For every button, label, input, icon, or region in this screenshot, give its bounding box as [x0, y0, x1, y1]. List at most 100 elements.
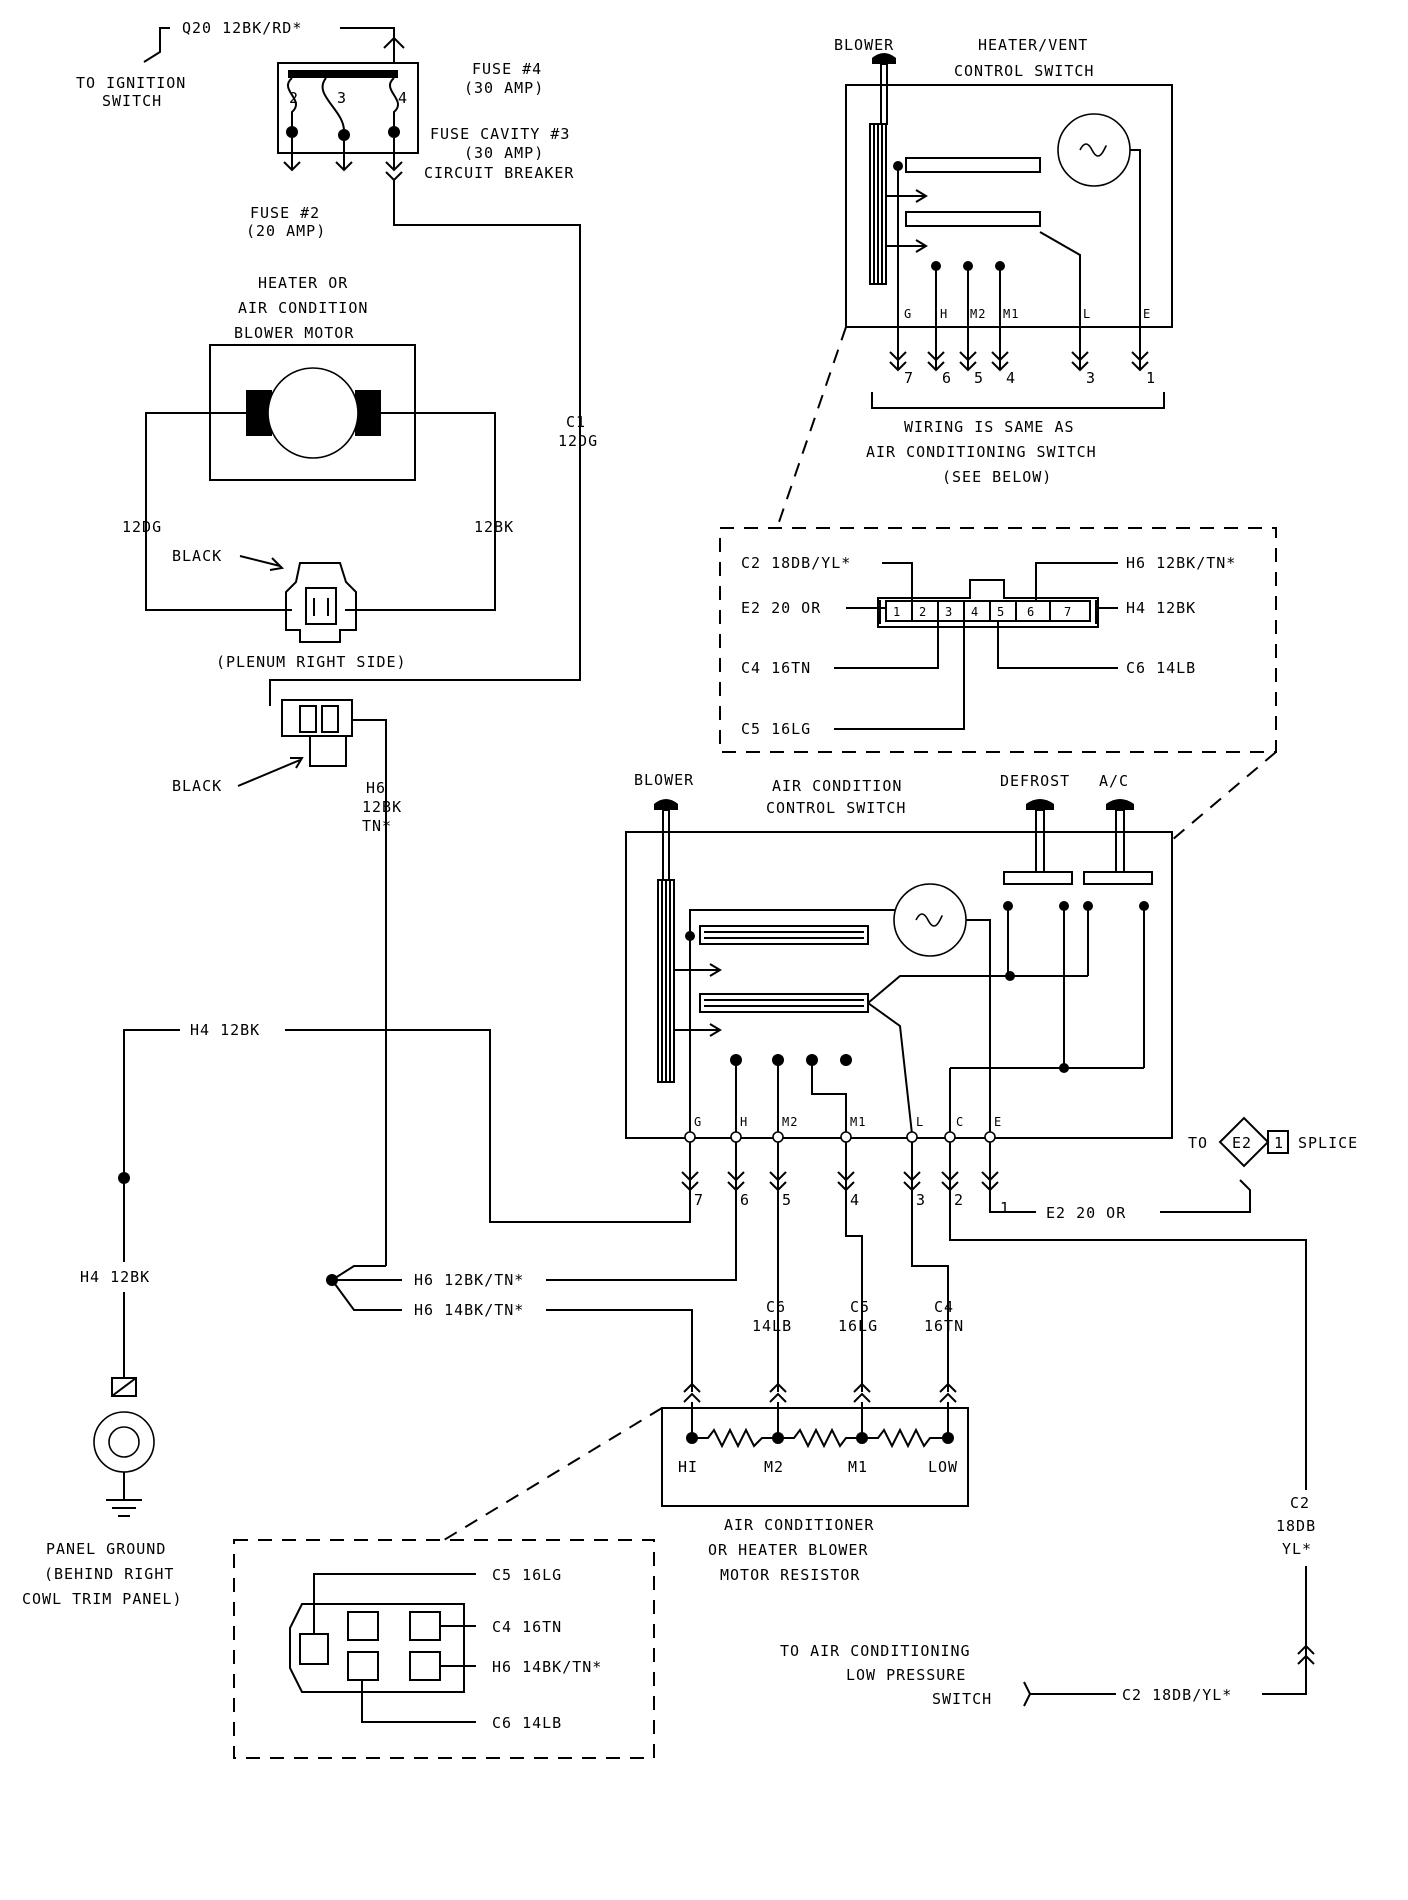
hv-l-lead	[1039, 231, 1081, 324]
fuse3-output-arrow	[335, 141, 353, 172]
hv-switch-housing	[845, 84, 1173, 328]
hv-pin-3: 3	[1086, 369, 1096, 387]
hv-note-line2: AIR CONDITIONING SWITCH	[866, 443, 1097, 461]
h6-14bk-label: H6 14BK/TN*	[414, 1301, 524, 1319]
conn-label-c6: C6 14LB	[1126, 659, 1196, 677]
resistor-tap-m1	[856, 1432, 868, 1444]
resistor-label-hi: HI	[678, 1458, 698, 1476]
blower-motor-resistor: HI M2 M1 LOW AIR CONDITIONER OR HEATER B…	[661, 1382, 969, 1584]
pushbutton-junction-1	[1005, 971, 1015, 981]
hv-terminal-m1: M1	[1003, 307, 1019, 321]
hv-wiper-arrow-2	[886, 239, 928, 253]
fuse4-output-arrow	[385, 138, 403, 182]
pushbutton-leads	[1007, 906, 1145, 1068]
e2-wire-to-splice	[1160, 1179, 1251, 1213]
hv-lamp-filament	[1079, 143, 1107, 157]
resistor-input-arrows	[683, 1382, 957, 1403]
ac-button-contact-plate	[1083, 871, 1153, 885]
conn-label-h6: H6 12BK/TN*	[1126, 554, 1236, 572]
resistor-cavity-h6	[409, 1651, 441, 1681]
c1-wire-label-line2: 12DG	[558, 432, 598, 450]
lower-connector-cavity-1	[299, 705, 317, 733]
cavity3-label-line3: CIRCUIT BREAKER	[424, 164, 574, 182]
h6-splice-branches	[330, 1265, 402, 1311]
ac-terminal-c-ring	[944, 1131, 956, 1143]
hv-blower-label: BLOWER	[834, 36, 894, 54]
resistor-connector-body	[289, 1603, 465, 1693]
conn-leader-c6	[997, 621, 1118, 669]
fuse-block: Q20 12BK/RD* TO IGNITION SWITCH 2 3 4 FU…	[76, 19, 574, 240]
ac-g-upper-lead	[689, 909, 910, 936]
hv-terminal-m2: M2	[970, 307, 986, 321]
blower-motor-title-line3: BLOWER MOTOR	[234, 324, 354, 342]
c5-label-line2: 16LG	[838, 1317, 878, 1335]
switch-connector-body	[877, 579, 1099, 628]
blower-motor-title-line1: HEATER OR	[258, 274, 348, 292]
hv-e-lead	[1130, 149, 1141, 324]
fuse3-element	[321, 77, 346, 133]
lower-connector-color: BLACK	[172, 777, 222, 795]
splice-num: 1	[1274, 1134, 1284, 1152]
ac-pin-2: 2	[954, 1191, 964, 1209]
fuse3-terminal-dot	[338, 129, 350, 141]
fuse4-element	[388, 77, 400, 128]
c2-label-line3: YL*	[1282, 1540, 1312, 1558]
conn-leader-c4	[834, 621, 939, 669]
e2-wire-to-switch	[989, 1190, 1036, 1213]
ac-title-line2: CONTROL SWITCH	[766, 799, 906, 817]
ac-terminal-m1: M1	[850, 1115, 866, 1129]
ac-terminal-m1-ring	[840, 1131, 852, 1143]
resistor-label-m1: M1	[848, 1458, 868, 1476]
resistor-cavity-c4	[409, 1611, 441, 1641]
ac-e-lead	[966, 919, 991, 1134]
ac-lamp	[893, 883, 967, 957]
ac-pin-6: 6	[740, 1191, 750, 1209]
switch-pin-6: 6	[1027, 605, 1035, 619]
resistor-conn-c6: C6 14LB	[492, 1714, 562, 1732]
lower-connector-wire-line3: TN*	[362, 817, 392, 835]
hv-title-line1: HEATER/VENT	[978, 36, 1088, 54]
blower-motor-armature	[267, 367, 359, 459]
hv-wiper-arrow-1	[886, 189, 928, 203]
fuse4-label-line1: FUSE #4	[472, 60, 542, 78]
c6-label-line2: 14LB	[752, 1317, 792, 1335]
c4-wire	[911, 1190, 949, 1392]
ac-contact-bar-1	[699, 925, 869, 945]
blower-motor-ground-side-wire	[145, 412, 292, 611]
hv-pin-5: 5	[974, 369, 984, 387]
ac-button-shaft	[1115, 809, 1125, 873]
plenum-connector	[285, 562, 357, 643]
c2-wire-vertical	[949, 1190, 1307, 1490]
resistor-label-m2: M2	[764, 1458, 784, 1476]
resistor-conn-c5: C5 16LG	[492, 1566, 562, 1584]
resistor-tap-hi	[686, 1432, 698, 1444]
resistor-tap-leads	[691, 1402, 949, 1438]
c2-label-line2: 18DB	[1276, 1517, 1316, 1535]
fuse4-label-line2: (30 AMP)	[464, 79, 544, 97]
h6-12bk-vertical-wire	[352, 719, 387, 1266]
feed-wire-label: Q20 12BK/RD*	[182, 19, 302, 37]
switch-pin-5: 5	[997, 605, 1005, 619]
ignition-break-line	[143, 27, 170, 63]
c5-wire	[845, 1190, 863, 1392]
c2-wire-to-pressure-switch	[1023, 1681, 1116, 1707]
ac-wiper-arrow-1	[674, 963, 722, 977]
ac-pin-3: 3	[916, 1191, 926, 1209]
ac-contact-bar-1-detail	[704, 931, 864, 939]
hv-slider-ribs	[873, 124, 883, 284]
resistor-detail-leader	[443, 1407, 663, 1541]
fuse2-element	[286, 77, 298, 128]
cavity3-label-line2: (30 AMP)	[464, 144, 544, 162]
h6-12bk-to-switch	[546, 1190, 737, 1281]
lower-connector-wire-line1: H6	[366, 779, 386, 797]
ac-button-knob	[1106, 799, 1134, 810]
panel-ground: PANEL GROUND (BEHIND RIGHT COWL TRIM PAN…	[22, 1377, 182, 1608]
lower-connector-cavity-2	[321, 705, 339, 733]
ac-switch-housing	[625, 831, 1173, 1139]
ac-pin-5: 5	[782, 1191, 792, 1209]
hv-title-line2: CONTROL SWITCH	[954, 62, 1094, 80]
plenum-connector-cavity	[305, 587, 337, 625]
blower-left-wire-label: 12DG	[122, 518, 162, 536]
switch-pin-2: 2	[919, 605, 927, 619]
h4-wire-to-switch	[285, 1029, 691, 1223]
